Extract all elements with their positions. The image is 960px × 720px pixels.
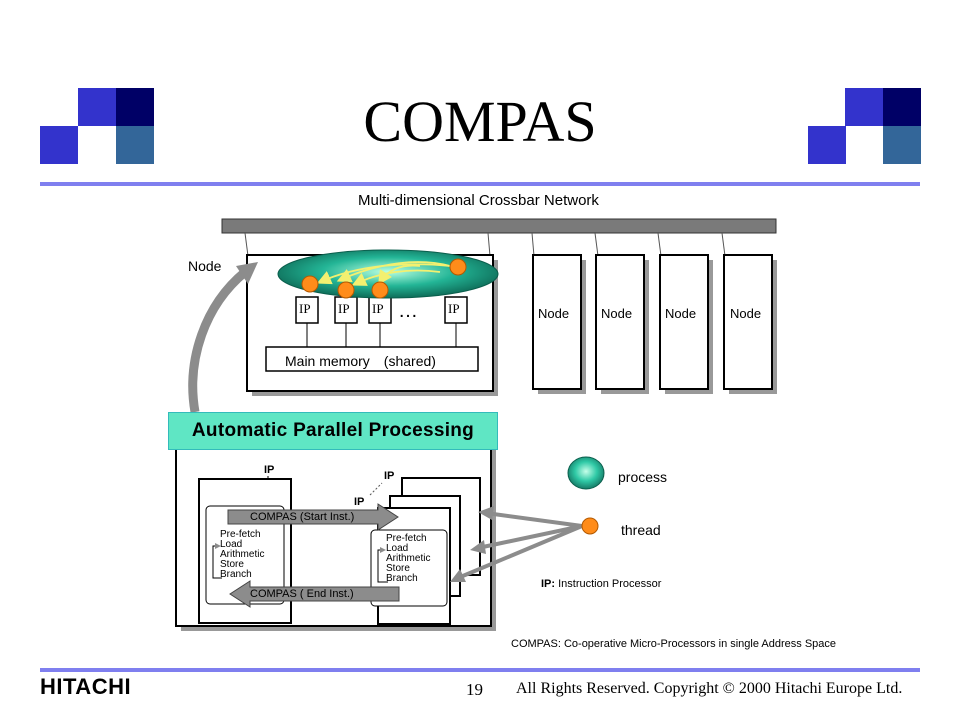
ip-label-2: IP [338,301,350,316]
detail-ip-right-top: IP [384,470,395,482]
legend-ip-term: IP: [541,578,556,590]
thread-legend-arrows [457,511,583,580]
ip-label-1: IP [299,301,311,316]
copyright-notice: All Rights Reserved. Copyright © 2000 Hi… [516,680,903,697]
node-label-3: Node [665,306,697,321]
process-legend-icon [567,456,605,490]
crossbar-bar [221,218,777,234]
node-label-1: Node [538,306,570,321]
legend-compas-definition: COMPAS: Co-operative Micro-Processors in… [511,638,837,650]
op-load: Load [386,543,409,554]
op-arithmetic: Arithmetic [220,549,265,560]
auto-parallel-banner: Automatic Parallel Processing [168,412,498,450]
page-number: 19 [466,680,483,699]
hitachi-logo: HITACHI [40,674,132,699]
op-prefetch: Pre-fetch [386,533,427,544]
corner-decoration-left [40,88,154,164]
legend-process-label: process [618,469,668,485]
thread-arrows-top [316,261,451,286]
op-store: Store [220,559,244,570]
ip-ellipsis: … [398,300,418,322]
legend-ip-meaning: Instruction Processor [555,578,662,590]
compas-end-label: COMPAS ( End Inst.) [250,588,354,600]
legend-ip-definition: IP: Instruction Processor [541,578,661,590]
main-node-label: Node [188,258,222,274]
compas-start-label: COMPAS (Start Inst.) [250,511,355,523]
thread-dots-top [301,258,467,299]
compas-start-arrow [227,503,399,531]
compas-end-arrow [229,580,400,608]
thread-legend-icon [581,517,599,535]
slide-title: COMPAS [363,89,597,154]
op-load: Load [220,539,243,550]
small-nodes [532,254,777,394]
network-label: Multi-dimensional Crossbar Network [358,192,599,209]
op-arithmetic: Arithmetic [386,553,431,564]
curved-arrow [188,268,248,413]
crossbar-links [244,232,726,257]
ip-boxes [295,296,468,324]
op-branch: Branch [220,569,252,580]
main-memory-label: Main memory (shared) [285,353,436,369]
node-label-4: Node [730,306,762,321]
op-branch: Branch [386,573,418,584]
ops-list-right: Pre-fetch Load Arithmetic Store Branch [386,534,430,584]
detail-ip-left: IP [264,464,275,476]
bottom-divider [40,668,920,672]
ip-label-3: IP [372,301,384,316]
op-store: Store [386,563,410,574]
node-label-2: Node [601,306,633,321]
corner-decoration-right [808,88,921,164]
legend-thread-label: thread [621,522,661,538]
ip-label-4: IP [448,301,460,316]
detail-ip-right-mid: IP [354,496,365,508]
ops-list-left: Pre-fetch Load Arithmetic Store Branch [220,530,264,580]
main-memory-box [265,346,479,372]
op-prefetch: Pre-fetch [220,529,261,540]
top-divider [40,182,920,186]
